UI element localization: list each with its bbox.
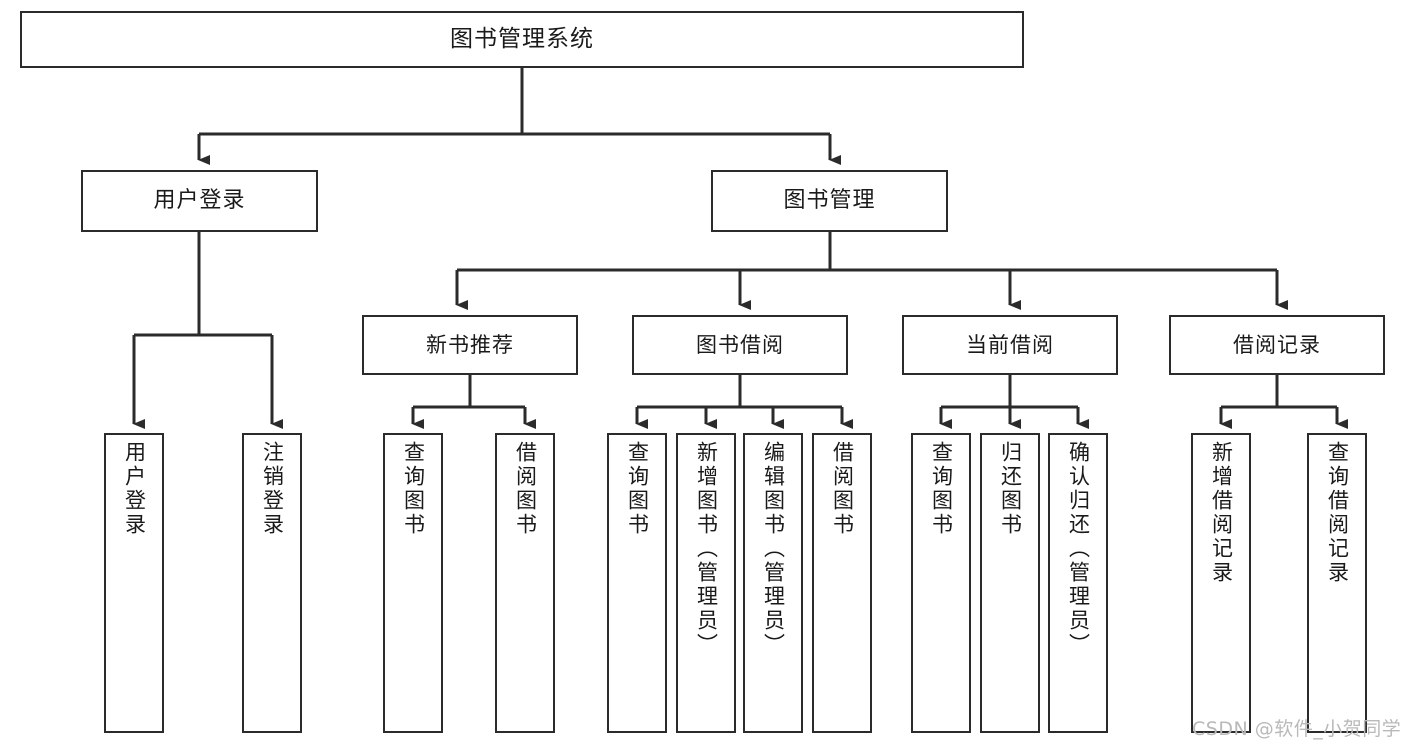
leaf-query-borrow-record[interactable]: 查询借阅记录	[1307, 433, 1367, 733]
node-root-system[interactable]: 图书管理系统	[20, 11, 1024, 68]
node-label: 新增图书（管理员）	[694, 441, 719, 657]
leaf-return-book[interactable]: 归还图书	[980, 433, 1040, 733]
leaf-edit-book-admin[interactable]: 编辑图书（管理员）	[743, 433, 803, 733]
leaf-borrow-book[interactable]: 借阅图书	[812, 433, 872, 733]
node-label: 注销登录	[260, 441, 285, 537]
node-label: 编辑图书（管理员）	[761, 441, 786, 657]
node-borrow-record[interactable]: 借阅记录	[1169, 315, 1385, 375]
node-label: 归还图书	[998, 441, 1023, 537]
node-label: 用户登录	[122, 441, 147, 537]
node-label: 确认归还（管理员）	[1066, 441, 1091, 657]
node-label: 查询图书	[401, 441, 426, 537]
node-label: 图书借阅	[696, 332, 784, 357]
node-label: 查询图书	[625, 441, 650, 537]
leaf-query-book-borrow[interactable]: 查询图书	[607, 433, 667, 733]
leaf-query-book-recommend[interactable]: 查询图书	[383, 433, 443, 733]
node-label: 借阅图书	[830, 441, 855, 537]
node-label: 用户登录	[153, 188, 246, 214]
node-book-borrow[interactable]: 图书借阅	[632, 315, 848, 375]
node-label: 新书推荐	[426, 332, 514, 357]
node-book-management[interactable]: 图书管理	[711, 170, 948, 232]
leaf-query-book-current[interactable]: 查询图书	[911, 433, 971, 733]
leaf-confirm-return-admin[interactable]: 确认归还（管理员）	[1048, 433, 1108, 733]
csdn-watermark: CSDN @软件_小贺同学	[1192, 718, 1402, 740]
node-user-login[interactable]: 用户登录	[81, 170, 318, 232]
node-label: 查询借阅记录	[1325, 441, 1350, 585]
leaf-add-book-admin[interactable]: 新增图书（管理员）	[676, 433, 736, 733]
leaf-user-login[interactable]: 用户登录	[104, 433, 164, 733]
node-current-borrow[interactable]: 当前借阅	[902, 315, 1118, 375]
node-label: 新增借阅记录	[1209, 441, 1234, 585]
node-new-book-recommend[interactable]: 新书推荐	[362, 315, 578, 375]
node-label: 借阅图书	[513, 441, 538, 537]
node-label: 当前借阅	[966, 332, 1054, 357]
node-label: 图书管理	[783, 188, 876, 214]
leaf-borrow-book-recommend[interactable]: 借阅图书	[495, 433, 555, 733]
leaf-logout-login[interactable]: 注销登录	[242, 433, 302, 733]
node-label: 借阅记录	[1233, 332, 1321, 357]
leaf-add-borrow-record[interactable]: 新增借阅记录	[1191, 433, 1251, 733]
node-label: 图书管理系统	[450, 25, 594, 52]
node-label: 查询图书	[929, 441, 954, 537]
